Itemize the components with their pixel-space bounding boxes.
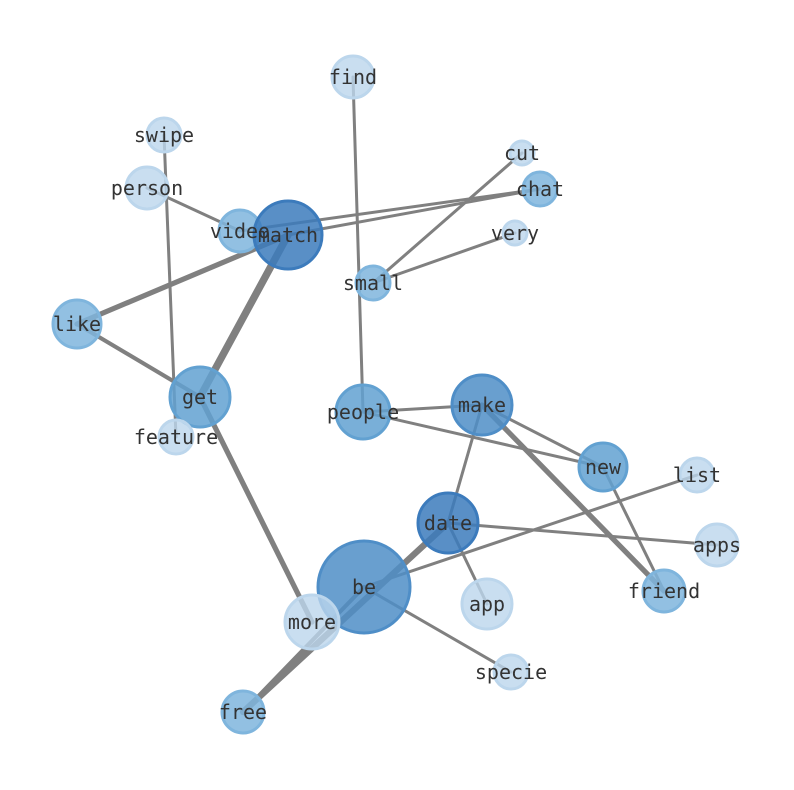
node-be[interactable] — [316, 539, 412, 635]
node-label-free: free — [219, 700, 267, 724]
edge-cut-small — [371, 151, 524, 285]
node-label-date: date — [424, 511, 472, 535]
node-label-get: get — [182, 385, 218, 409]
node-list[interactable] — [678, 456, 716, 494]
edge-match-like — [74, 232, 291, 327]
node-free[interactable] — [220, 689, 266, 735]
node-find[interactable] — [330, 54, 376, 100]
node-label-swipe: swipe — [134, 123, 194, 147]
node-label-person: person — [111, 176, 183, 200]
node-label-app: app — [469, 592, 505, 616]
node-new[interactable] — [577, 441, 629, 493]
node-chat[interactable] — [521, 170, 559, 208]
node-label-very: very — [491, 221, 539, 245]
node-feature[interactable] — [157, 418, 195, 456]
node-friend[interactable] — [641, 568, 687, 614]
node-swipe[interactable] — [145, 116, 183, 154]
node-date[interactable] — [416, 491, 480, 555]
node-small[interactable] — [354, 264, 392, 302]
node-label-feature: feature — [134, 425, 218, 449]
node-label-new: new — [585, 455, 622, 479]
node-match[interactable] — [252, 199, 324, 271]
edge-match-chat — [286, 187, 542, 237]
edge-get-more — [197, 394, 315, 625]
node-label-like: like — [53, 312, 101, 336]
node-apps[interactable] — [694, 522, 740, 568]
edge-find-people — [351, 75, 365, 414]
node-more[interactable] — [283, 593, 341, 651]
edge-people-new — [361, 410, 605, 469]
node-label-chat: chat — [516, 177, 564, 201]
node-label-list: list — [673, 463, 721, 487]
node-like[interactable] — [51, 298, 103, 350]
node-label-specie: specie — [475, 660, 547, 684]
node-get[interactable] — [168, 365, 232, 429]
node-label-cut: cut — [504, 141, 540, 165]
node-make[interactable] — [450, 373, 514, 437]
node-label-small: small — [343, 271, 403, 295]
edge-date-apps — [446, 521, 719, 547]
node-label-match: match — [258, 223, 318, 247]
node-label-video: video — [210, 219, 270, 243]
node-label-make: make — [458, 393, 506, 417]
node-very[interactable] — [501, 219, 529, 247]
nodes-layer — [51, 54, 740, 735]
node-specie[interactable] — [492, 653, 530, 691]
node-label-friend: friend — [628, 579, 700, 603]
node-people[interactable] — [334, 383, 392, 441]
node-cut[interactable] — [508, 139, 536, 167]
edge-make-friend — [479, 402, 667, 594]
edge-very-small — [371, 231, 517, 285]
node-label-people: people — [327, 400, 399, 424]
node-label-find: find — [329, 65, 377, 89]
node-app[interactable] — [460, 577, 514, 631]
node-label-more: more — [288, 610, 336, 634]
edge-be-list — [362, 473, 699, 589]
node-label-be: be — [352, 575, 376, 599]
node-person[interactable] — [124, 165, 170, 211]
node-label-apps: apps — [693, 533, 741, 557]
